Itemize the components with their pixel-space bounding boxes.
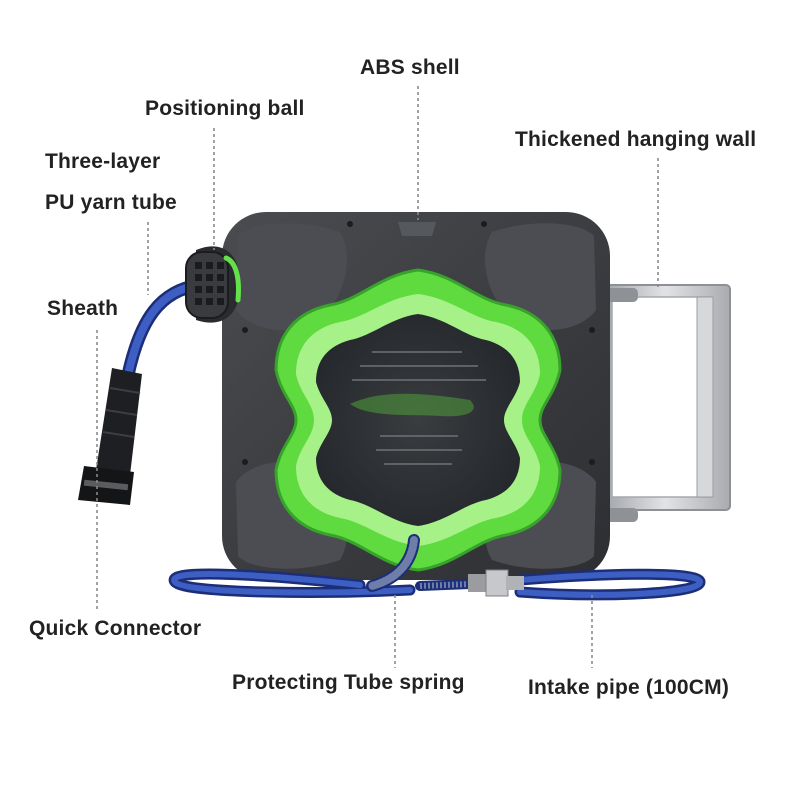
- positioning-ball: [185, 246, 241, 323]
- label-protecting-tube-spring: Protecting Tube spring: [232, 671, 465, 694]
- sheath: [96, 368, 142, 475]
- label-quick-connector: Quick Connector: [29, 617, 202, 640]
- label-pu-yarn-tube: PU yarn tube: [45, 191, 177, 214]
- leader-lines: [96, 86, 659, 668]
- quick-connector: [78, 466, 134, 505]
- hanging-bracket: [599, 284, 731, 522]
- label-abs-shell: ABS shell: [360, 56, 460, 79]
- label-intake-pipe: Intake pipe (100CM): [528, 676, 730, 699]
- intake-pipe: [168, 568, 706, 601]
- protecting-tube-spring: [366, 534, 475, 592]
- label-three-layer: Three-layer: [45, 150, 161, 173]
- label-positioning-ball: Positioning ball: [145, 97, 305, 120]
- label-thickened-hanging-wall: Thickened hanging wall: [515, 128, 757, 151]
- green-frame: [274, 268, 562, 572]
- label-sheath: Sheath: [47, 297, 119, 320]
- intake-connector: [468, 569, 524, 597]
